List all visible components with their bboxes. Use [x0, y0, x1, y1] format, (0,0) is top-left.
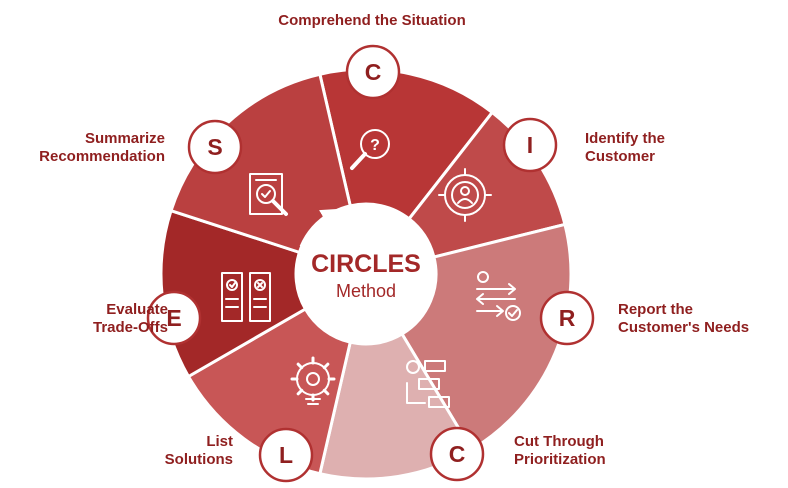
step-label-line: Solutions [164, 451, 233, 468]
step-badge-2 [539, 290, 595, 346]
step-badge-3 [429, 426, 485, 482]
step-label-line: Evaluate [106, 301, 168, 318]
magnifier-question-icon: ? [350, 129, 390, 170]
step-letter: I [527, 132, 533, 158]
center-title: CIRCLES [311, 250, 421, 278]
step-badge-6 [187, 119, 243, 175]
step-label-line: Comprehend the Situation [278, 12, 466, 29]
step-label-line: Summarize [84, 130, 165, 147]
cycle-arrow [299, 208, 337, 247]
target-user-icon [438, 168, 492, 222]
step-label-line: Report the [618, 301, 693, 318]
step-letter: E [166, 305, 181, 331]
step-badge-1 [502, 117, 558, 173]
flow-check-icon [476, 271, 521, 321]
step-label-line: Customer [585, 148, 656, 165]
step-letter: C [449, 441, 466, 467]
center-subtitle: Method [336, 281, 396, 301]
svg-text:?: ? [370, 137, 380, 154]
step-badge-5 [146, 290, 202, 346]
step-badge-4 [258, 427, 314, 483]
step-label-line: Prioritization [514, 451, 606, 468]
report-magnifier-icon [249, 173, 288, 216]
wheel-segment-e-5 [159, 208, 308, 379]
step-letter: C [365, 59, 382, 85]
step-badge-0 [345, 44, 401, 100]
step-label-line: Trade-Offs [92, 319, 168, 336]
gear-bulb-icon [290, 356, 336, 405]
center-hub [296, 204, 436, 344]
step-label-line: List [206, 433, 233, 450]
compare-docs-icon [221, 272, 271, 322]
step-label-line: Identify the [585, 130, 666, 147]
step-letter: S [207, 134, 222, 160]
ranked-list-icon [406, 360, 450, 408]
step-label-line: Recommendation [39, 148, 165, 165]
step-label-line: Cut Through [514, 433, 604, 450]
step-label-0: Comprehend the Situation [232, 12, 512, 30]
step-letter: R [559, 305, 576, 331]
step-letter: L [279, 442, 293, 468]
step-label-line: Customer's Needs [618, 319, 750, 336]
